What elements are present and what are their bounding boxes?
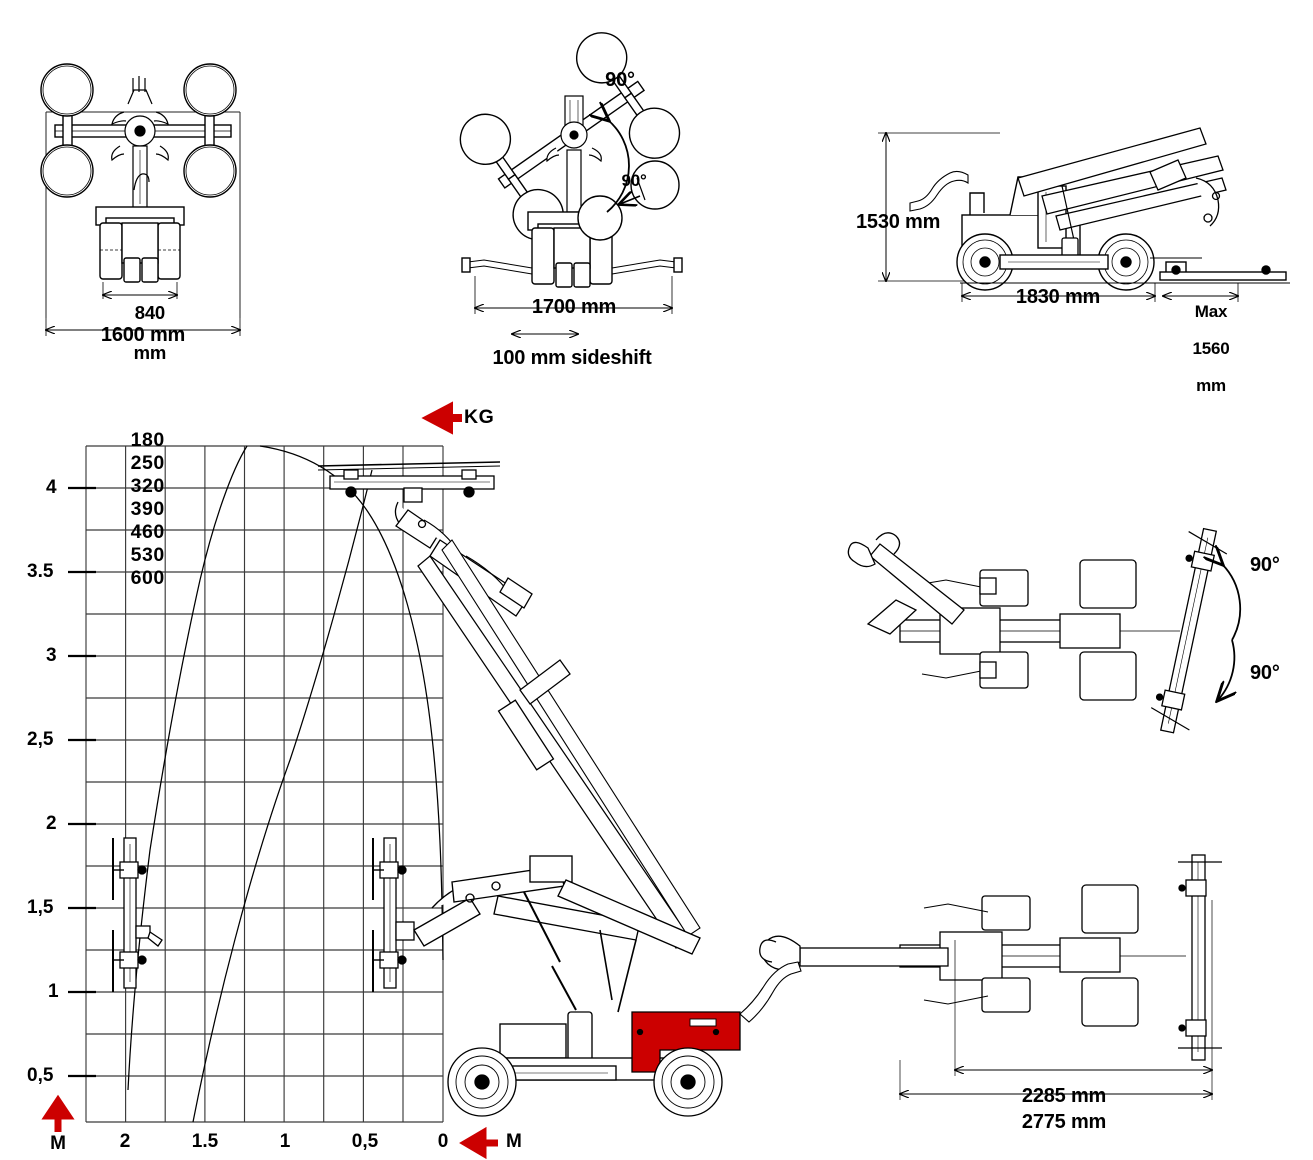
chart-y-tick-3.5: 3.5: [27, 561, 54, 582]
rotation-arc-90-bottom: [620, 177, 646, 204]
chart-y-axis-unit-label: M: [50, 1133, 66, 1154]
front-view-graphic: [40, 63, 240, 336]
dimension-1700-line: [475, 276, 672, 314]
chart-x-tick-0.5: 0,5: [351, 1131, 379, 1152]
plan-dim-2775: 2775 mm: [1021, 1111, 1107, 1133]
chart-y-tick-3: 3: [46, 645, 57, 666]
chart-y-tick-4: 4: [46, 477, 57, 498]
plan-view-dimensions-graphic: [759, 854, 1222, 1100]
side-view-dim-max1560: Max 1560 mm: [1192, 302, 1230, 395]
chart-kg-arrow: [421, 401, 462, 435]
chart-x-axis-unit-label: M: [506, 1131, 522, 1152]
chart-grid-horizontal: [86, 445, 443, 1123]
dimension-max1560-line: [1163, 283, 1238, 302]
dimension-2285-line: [955, 900, 1212, 1076]
rotated-view-sideshift-note: 100 mm sideshift: [492, 347, 652, 369]
chart-glass-panel-far: [112, 837, 163, 992]
dimension-1830-line: [962, 283, 1155, 302]
chart-y-tick-1: 1: [48, 981, 59, 1002]
chart-y-tick-1.5: 1,5: [27, 897, 54, 918]
chart-kg-unit-label: KG: [464, 406, 495, 428]
rotation-arc-plan-bottom: [1218, 639, 1234, 700]
chart-machine-engine-cowl: [631, 1011, 741, 1073]
plan-rotation-angle-bottom: 90°: [1250, 662, 1280, 684]
chart-capacity-values: 180 250 320 390 460 530 600: [130, 429, 165, 589]
chart-x-tick-2: 2: [119, 1131, 131, 1152]
chart-axis-arrow-horizontal: [459, 1126, 498, 1160]
chart-y-ticks: [68, 486, 96, 1078]
chart-x-tick-1.5: 1.5: [191, 1131, 219, 1152]
front-view-dim-1600: 1600 mm: [100, 324, 186, 346]
chart-machine-upper: [317, 461, 701, 949]
chart-axis-arrow-vertical: [41, 1094, 75, 1132]
rotated-view-angle-top: 90°: [605, 69, 635, 91]
plan-rotation-angle-top: 90°: [1250, 554, 1280, 576]
chart-x-tick-1: 1: [279, 1131, 291, 1152]
rotation-arc-plan-top: [1222, 564, 1242, 641]
rotated-view-angle-bottom: 90°: [621, 171, 647, 190]
load-chart-graphic: [41, 401, 802, 1160]
side-view-dim-1530: 1530 mm: [856, 211, 941, 233]
chart-envelope-curve-right: [259, 445, 444, 961]
plan-dim-2285: 2285 mm: [1021, 1085, 1107, 1107]
chart-glass-panel-near: [372, 837, 415, 992]
chart-y-tick-0.5: 0,5: [27, 1065, 54, 1086]
chart-inner-reach-line: [192, 469, 373, 1123]
side-view-graphic: [878, 127, 1290, 302]
rotated-view-dim-1700: 1700 mm: [531, 296, 617, 318]
dimension-2775-line: [900, 1060, 1212, 1100]
chart-y-tick-2.5: 2,5: [27, 729, 54, 750]
front-view-dim-840: 840 mm: [133, 301, 167, 363]
side-view-dim-1830: 1830 mm: [1015, 286, 1101, 308]
front-view-rotated-graphic: [459, 32, 683, 334]
chart-machine-lower: [413, 855, 802, 1117]
chart-x-tick-0: 0: [437, 1131, 449, 1152]
chart-y-tick-2: 2: [46, 813, 57, 834]
dimension-1600-line: [46, 318, 240, 336]
dimension-840-line: [103, 282, 177, 299]
plan-view-rotation-graphic: [847, 527, 1242, 734]
